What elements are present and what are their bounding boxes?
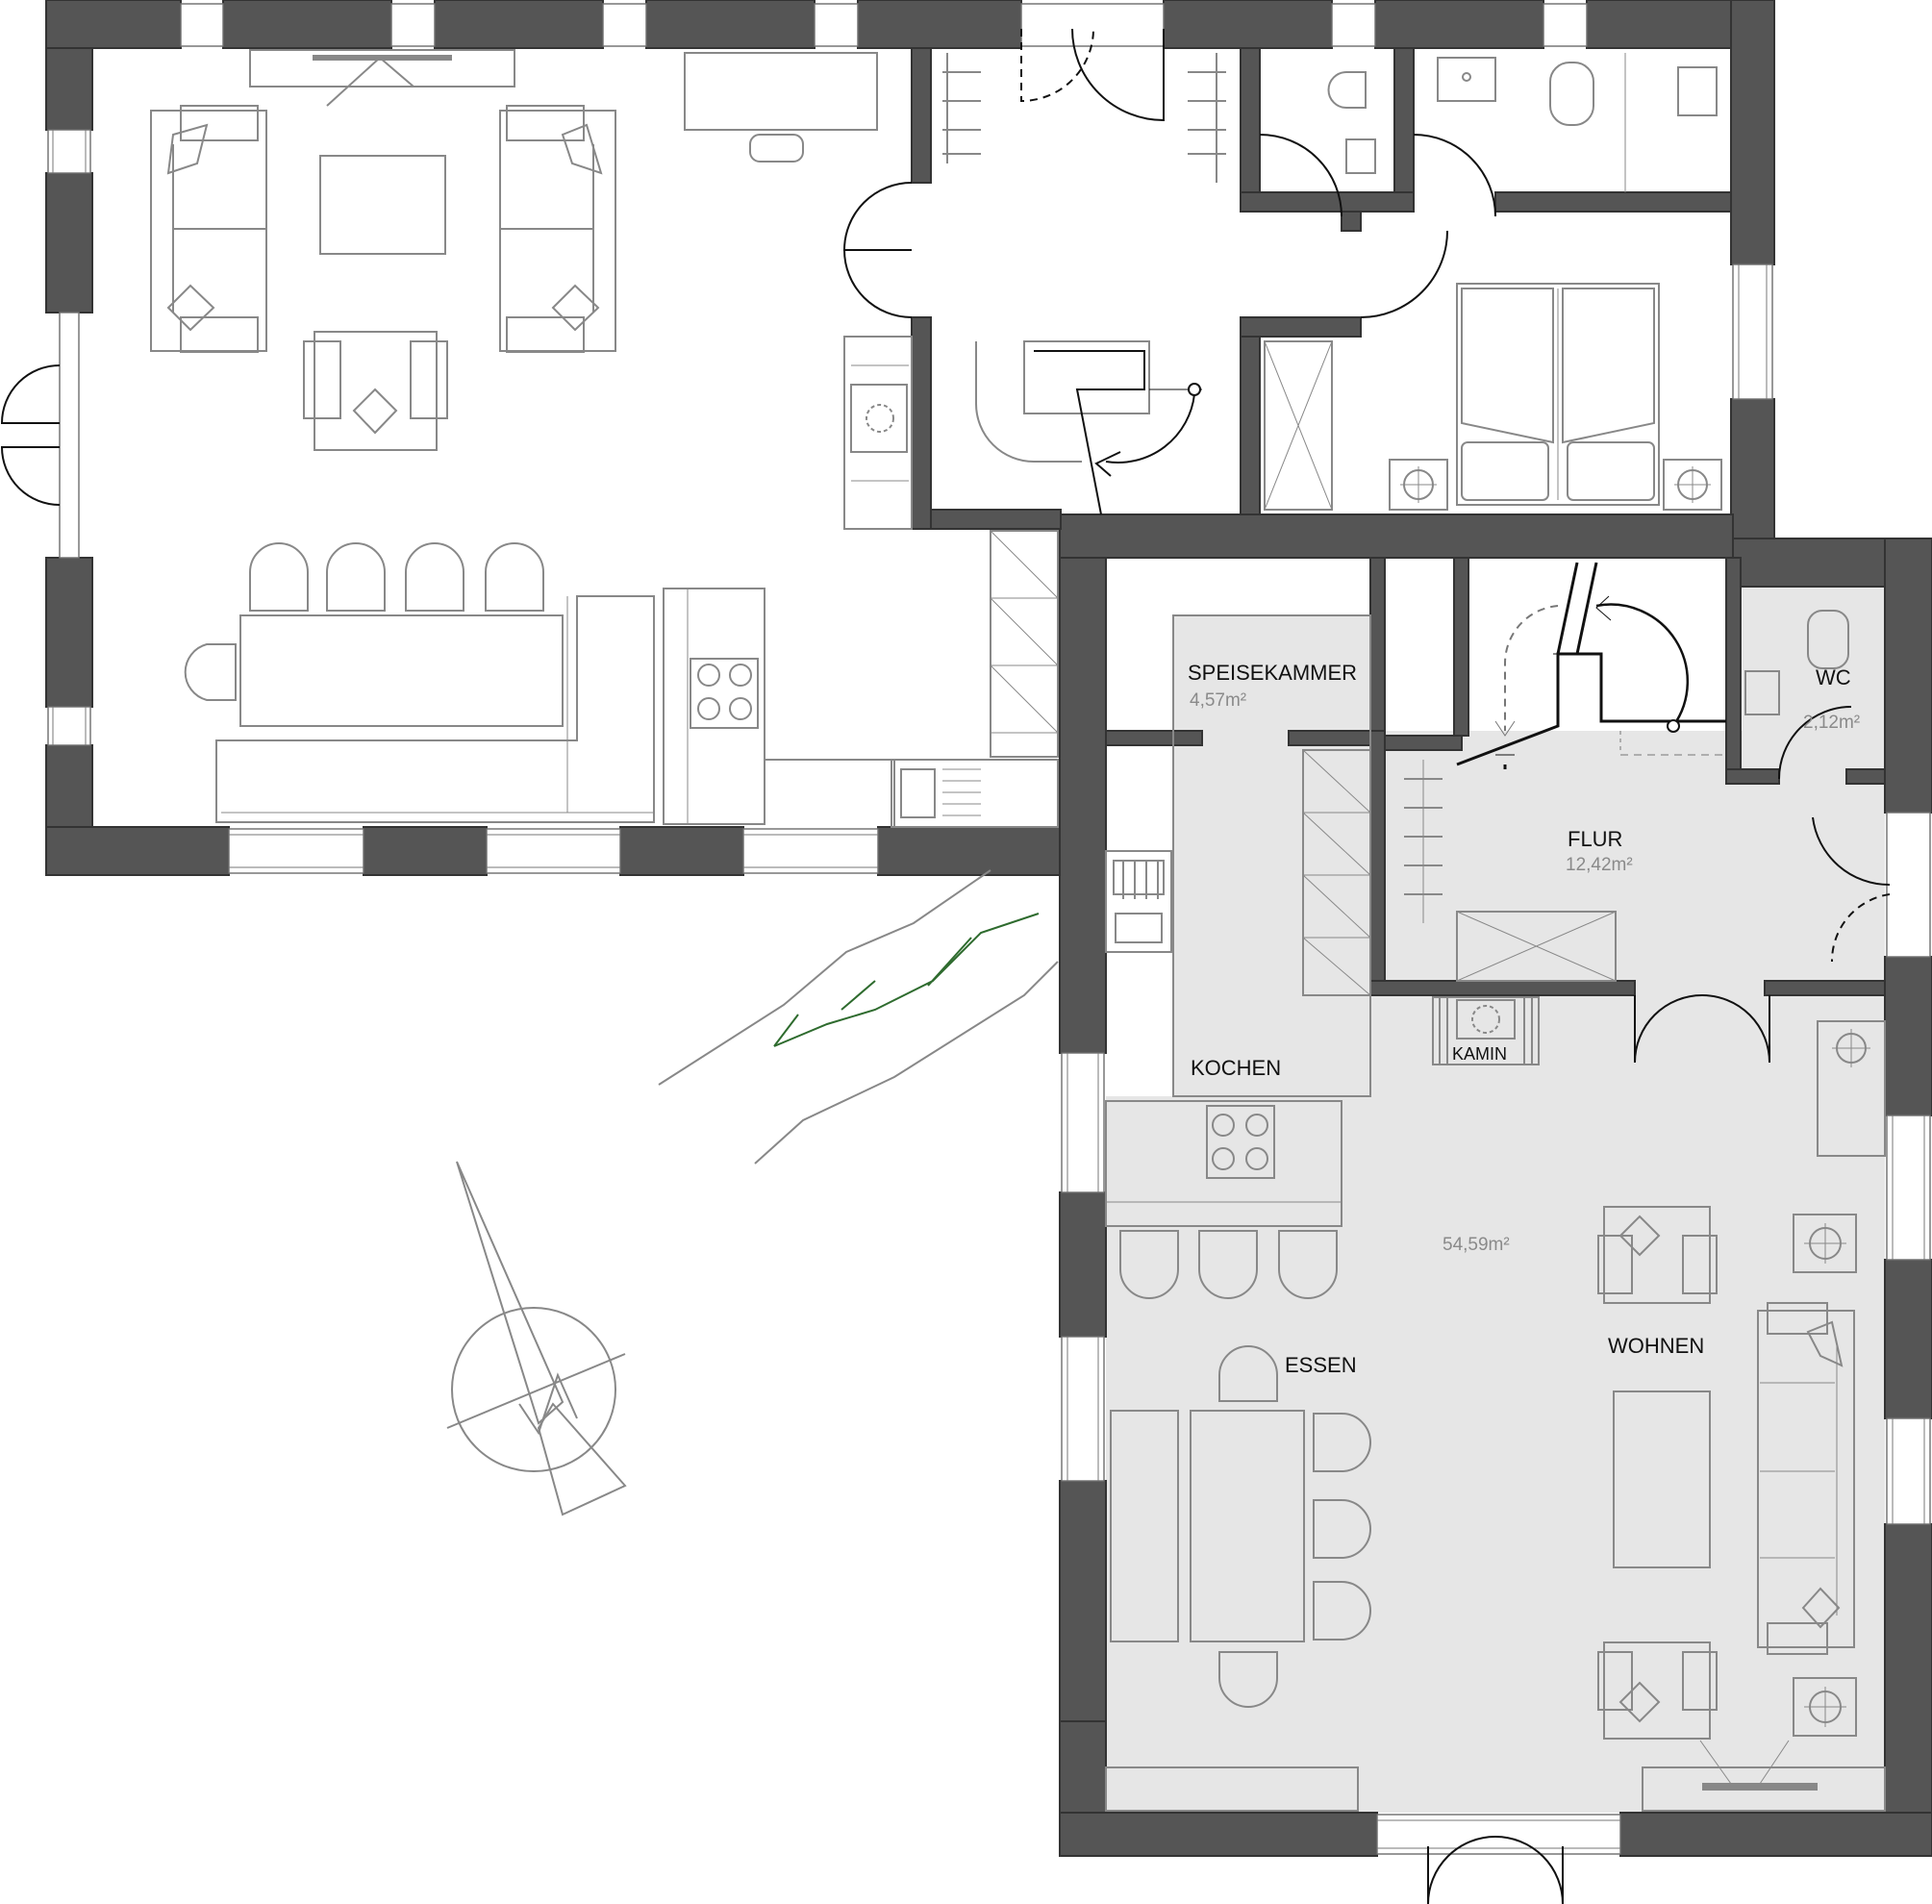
wc-label: WC — [1816, 665, 1851, 689]
lower-block-furniture — [1105, 562, 1886, 1299]
flur-area: 12,42m² — [1566, 855, 1633, 875]
room-labels: SPEISEKAMMER 4,57m² WC 2,12m² FLUR 12,42… — [1188, 661, 1860, 1377]
kamin-label: KAMIN — [1452, 1044, 1507, 1064]
walls — [45, 0, 1932, 1857]
speisekammer-area: 4,57m² — [1190, 690, 1246, 711]
flur-label: FLUR — [1568, 827, 1622, 851]
main-area: 54,59m² — [1443, 1235, 1510, 1255]
garden-path — [658, 869, 1059, 1165]
north-arrow-icon — [446, 1161, 627, 1516]
kochen-label: KOCHEN — [1191, 1056, 1281, 1080]
upper-block-furniture — [843, 53, 1722, 530]
doors — [0, 28, 1891, 1904]
wohnen-label: WOHNEN — [1608, 1334, 1704, 1358]
floor-highlight — [1106, 587, 1885, 1813]
essen-label: ESSEN — [1285, 1353, 1357, 1377]
speisekammer-label: SPEISEKAMMER — [1188, 661, 1357, 685]
windows — [47, 3, 1931, 1855]
living-dining-furniture — [1105, 1206, 1886, 1812]
left-living-room — [150, 49, 1059, 828]
wc-area: 2,12m² — [1803, 713, 1860, 733]
